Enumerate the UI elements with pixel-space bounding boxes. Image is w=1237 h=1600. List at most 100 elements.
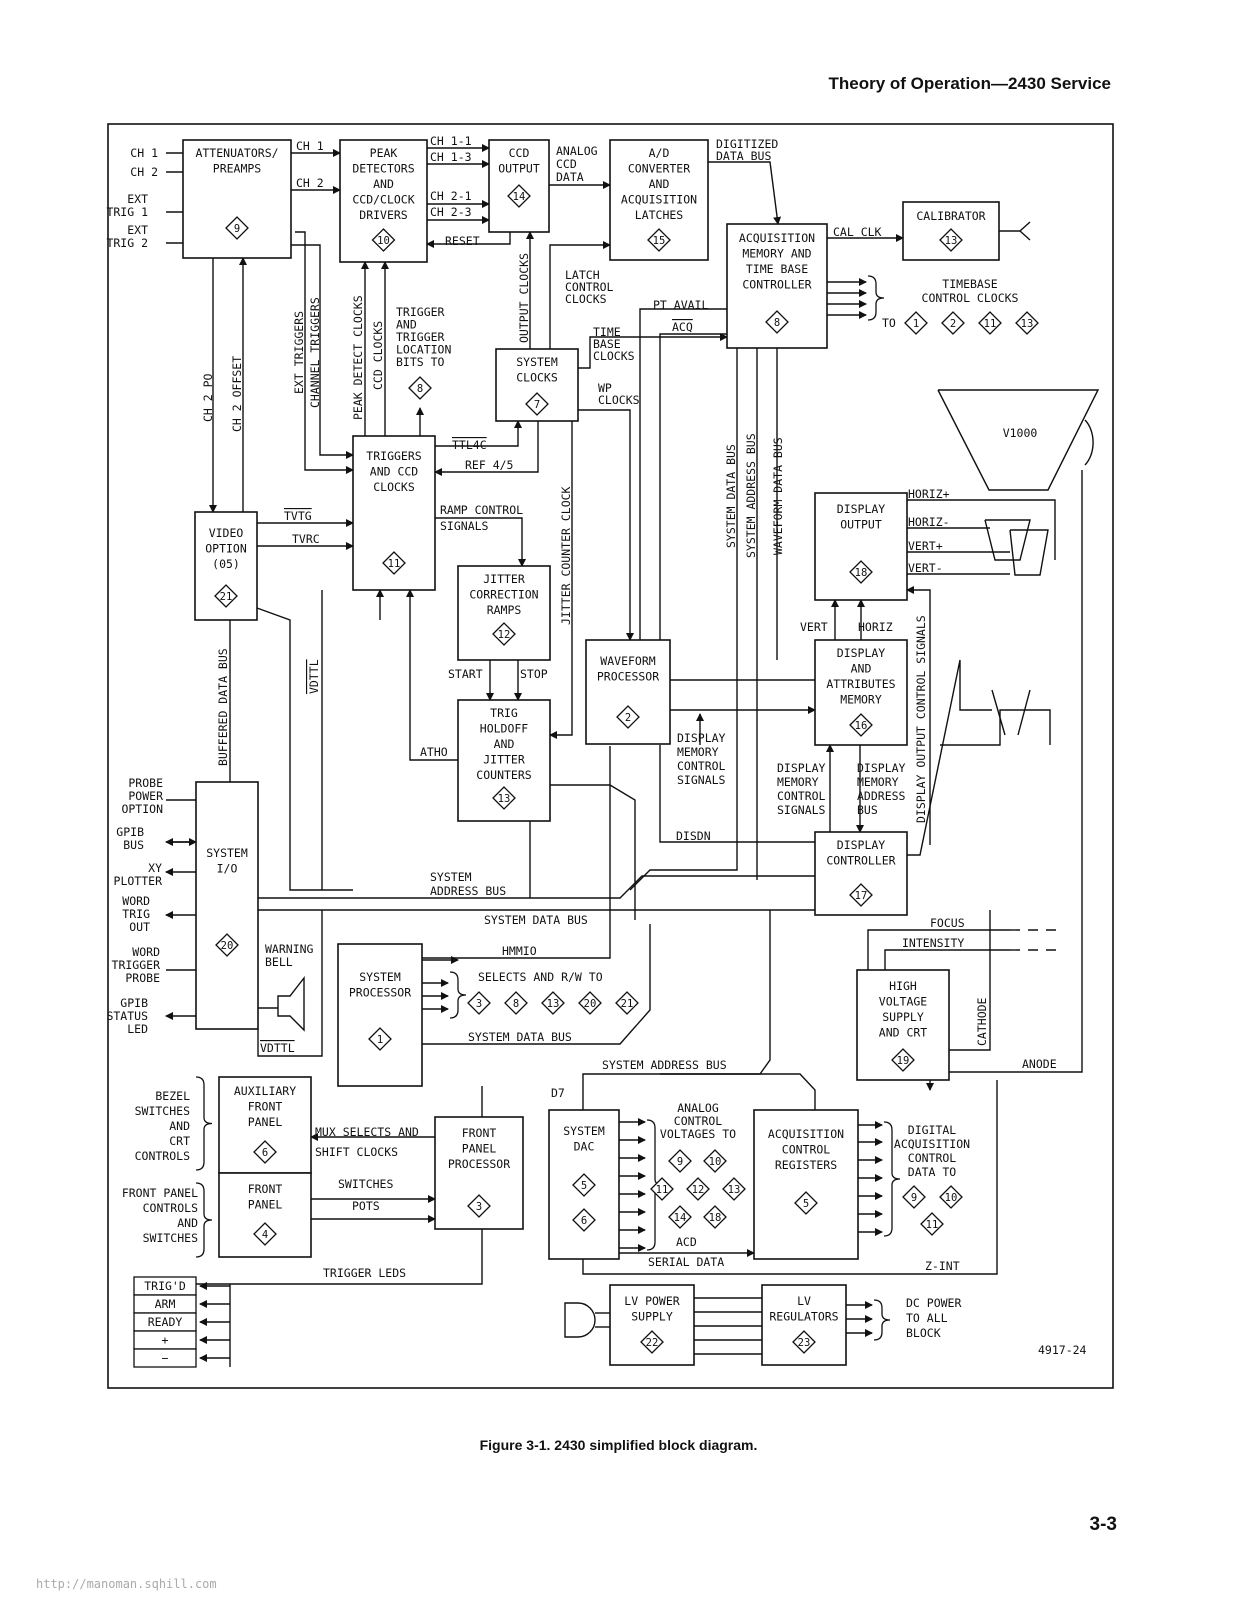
label-output-clocks: OUTPUT CLOCKS (517, 253, 531, 343)
block-triggers-diamond (382, 551, 406, 575)
block-lvps-label: LV POWER (624, 1294, 679, 1308)
dc-brace (873, 1299, 891, 1341)
block-fp-number: 4 (262, 1229, 268, 1241)
input-word-trig-out: OUT (129, 920, 150, 934)
figure-caption: Figure 3-1. 2430 simplified block diagra… (479, 1437, 758, 1453)
label-ext-triggers: EXT TRIGGERS (292, 311, 306, 394)
block-holdoff-label: AND (494, 737, 515, 751)
label-ch2: CH 2 (296, 176, 324, 190)
label-horiz-plus: HORIZ+ (908, 487, 950, 501)
selects-target-number: 20 (584, 998, 597, 1010)
label-trigger-leds: TRIGGER LEDS (323, 1266, 406, 1280)
block-lvreg-label: LV (797, 1294, 811, 1308)
block-attenuators-diamond (225, 216, 249, 240)
video-bus (256, 607, 353, 891)
block-attenuators-label: ATTENUATORS/ (195, 146, 278, 160)
block-ccd-number: 14 (513, 191, 526, 203)
block-lvreg-label: REGULATORS (769, 1310, 838, 1324)
input-probe-power: POWER (128, 789, 163, 803)
block-dispmem-diamond (849, 713, 873, 737)
block-dispctl-label: DISPLAY (837, 838, 886, 852)
hmmio-up (422, 746, 611, 959)
block-wfproc-label: WAVEFORM (600, 654, 655, 668)
label-ttl4c: TTL4C (452, 438, 487, 452)
figure-number: 4917-24 (1038, 1343, 1087, 1357)
label-wp-clocks: CLOCKS (598, 393, 640, 407)
input-front-panel-controls: AND (177, 1216, 198, 1230)
block-fpproc-label: FRONT (462, 1126, 497, 1140)
label-trigger-location: TRIGGER (396, 305, 445, 319)
label-ch1: CH 1 (296, 139, 324, 153)
block-fpproc-number: 3 (476, 1201, 482, 1213)
label-system-address-bus: SYSTEM (430, 870, 472, 884)
block-dispmem-label: MEMORY (840, 693, 882, 707)
latch-control-clocks (549, 241, 611, 349)
led-label: ARM (155, 1297, 176, 1311)
acv-target-number: 12 (692, 1184, 705, 1196)
block-ccd-label: CCD (509, 146, 530, 160)
label-latch-control-clocks: CLOCKS (565, 292, 607, 306)
input-word-trigger-probe: WORD (132, 945, 160, 959)
label-channel-triggers: CHANNEL TRIGGERS (308, 297, 322, 408)
label-display-memory-address-bus: BUS (857, 803, 878, 817)
label-hmmio: HMMIO (502, 944, 537, 958)
label-warning-bell: BELL (265, 955, 293, 969)
block-sysproc-diamond (368, 1027, 392, 1051)
display-output-control (906, 586, 931, 845)
selects-brace (449, 971, 467, 1019)
label-display-memory-control-2: MEMORY (777, 775, 819, 789)
input-gpib-bus: GPIB (116, 825, 144, 839)
system-data-bus-2 (422, 924, 651, 1045)
label-dc-power: TO ALL (906, 1311, 948, 1325)
label-vert: VERT (800, 620, 828, 634)
signal-line (257, 910, 323, 1057)
crt-tube (937, 389, 1100, 491)
block-sysio-number: 20 (221, 940, 234, 952)
input-ext-trig1: TRIG 1 (106, 205, 148, 219)
input-bezel-switches: CONTROLS (135, 1149, 190, 1163)
label-peak-detect-clocks: PEAK DETECT CLOCKS (351, 295, 365, 420)
block-hv-label: VOLTAGE (879, 995, 928, 1009)
label-analog-ccd-data: DATA (556, 170, 584, 184)
input-gpib-status-led: STATUS (106, 1009, 148, 1023)
input-probe-power: PROBE (128, 776, 163, 790)
block-dispctl (814, 831, 908, 916)
label-trigger-location: AND (396, 318, 417, 332)
label-trigger-location: BITS TO (396, 355, 445, 369)
vertical-deflection-plates (1009, 529, 1049, 576)
dacd-brace (883, 1121, 901, 1237)
label-pt-avail: PT AVAIL (653, 298, 708, 312)
input-bezel-switches: SWITCHES (135, 1104, 190, 1118)
block-video-diamond (214, 584, 238, 608)
z-int (582, 1080, 998, 1275)
label-digital-acquisition-control: ACQUISITION (894, 1137, 970, 1151)
acv-target-diamond (668, 1205, 692, 1229)
block-acqmem-number: 8 (774, 317, 780, 329)
input-bezel-switches: AND (169, 1119, 190, 1133)
input-gpib-bus: BUS (123, 838, 144, 852)
label-ch1-1: CH 1-1 (430, 134, 472, 148)
block-acqmem-label: MEMORY AND (742, 247, 811, 261)
trigger-location-target-diamond (408, 376, 432, 400)
dacd-target-number: 10 (945, 1192, 958, 1204)
label-waveform-data-bus-v: WAVEFORM DATA BUS (771, 437, 785, 555)
label-trigger-location: LOCATION (396, 343, 451, 357)
led-label: READY (148, 1315, 183, 1329)
block-acqreg (753, 1109, 859, 1260)
system-address-bus (258, 875, 815, 899)
label-ch2-po: CH 2 PO (201, 373, 215, 422)
acv-target-diamond (650, 1177, 674, 1201)
signal-line (907, 659, 992, 856)
block-triggers-number: 11 (388, 558, 401, 570)
acv-target-number: 9 (677, 1156, 683, 1168)
label-vdttl: VDTTL (307, 659, 321, 694)
label-display-memory-control-1: SIGNALS (677, 773, 726, 787)
selects-target-diamond (578, 991, 602, 1015)
block-ccd-diamond (507, 184, 531, 208)
label-vert-minus: VERT- (908, 561, 943, 575)
led-label: − (162, 1351, 169, 1365)
signal-lines (165, 144, 1100, 1367)
block-auxfp-number: 6 (262, 1147, 268, 1159)
label-dc-power: DC POWER (906, 1296, 961, 1310)
block-dispout-number: 18 (855, 567, 868, 579)
